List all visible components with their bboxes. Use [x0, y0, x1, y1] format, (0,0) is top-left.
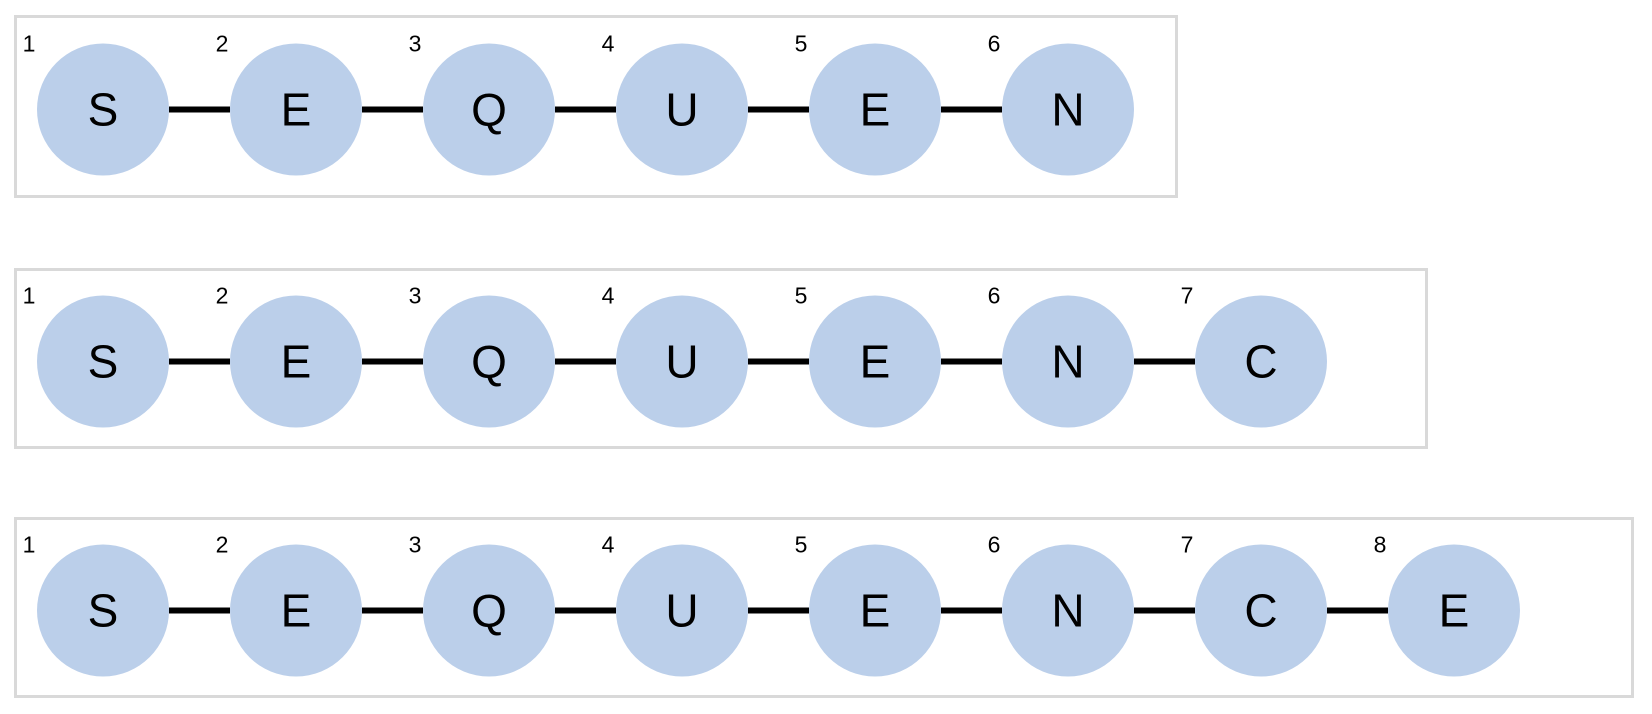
node-label: N	[1051, 84, 1084, 136]
node-index-label: 2	[216, 31, 229, 57]
node-index-label: 5	[795, 532, 808, 558]
node-label: S	[88, 336, 119, 388]
node-circle[interactable]	[1002, 43, 1134, 176]
node-circle[interactable]	[423, 295, 555, 428]
node-index-label: 2	[216, 532, 229, 558]
graph-node[interactable]: E5	[795, 283, 941, 428]
node-circle[interactable]	[230, 544, 362, 677]
node-label: N	[1051, 585, 1084, 637]
node-circle[interactable]	[37, 544, 169, 677]
node-label: Q	[471, 585, 507, 637]
node-circle[interactable]	[1002, 544, 1134, 677]
node-label: C	[1244, 585, 1277, 637]
graph-node[interactable]: E2	[216, 283, 362, 428]
node-circle[interactable]	[1002, 295, 1134, 428]
node-index-label: 8	[1374, 532, 1387, 558]
graph-node[interactable]: S1	[23, 532, 169, 677]
node-circle[interactable]	[809, 43, 941, 176]
node-circle[interactable]	[616, 544, 748, 677]
graph-node[interactable]: N6	[988, 31, 1134, 176]
node-index-label: 5	[795, 31, 808, 57]
graph-node[interactable]: C7	[1181, 532, 1327, 677]
node-circle[interactable]	[423, 544, 555, 677]
node-label: S	[88, 585, 119, 637]
node-circle[interactable]	[809, 295, 941, 428]
node-label: U	[665, 84, 698, 136]
graph-node[interactable]: N6	[988, 283, 1134, 428]
node-circle[interactable]	[37, 295, 169, 428]
node-index-label: 6	[988, 31, 1001, 57]
node-index-label: 3	[409, 31, 422, 57]
graph-node[interactable]: E5	[795, 532, 941, 677]
graph-node[interactable]: Q3	[409, 31, 555, 176]
node-label: Q	[471, 84, 507, 136]
node-circle[interactable]	[1388, 544, 1520, 677]
node-circle[interactable]	[1195, 544, 1327, 677]
node-label: E	[860, 336, 891, 388]
node-index-label: 6	[988, 532, 1001, 558]
node-circle[interactable]	[1195, 295, 1327, 428]
graph-node[interactable]: E8	[1374, 532, 1520, 677]
node-index-label: 4	[602, 283, 615, 309]
node-circle[interactable]	[423, 43, 555, 176]
graph-node[interactable]: E2	[216, 31, 362, 176]
graph-node[interactable]: E5	[795, 31, 941, 176]
node-index-label: 6	[988, 283, 1001, 309]
node-index-label: 1	[23, 532, 36, 558]
node-index-label: 7	[1181, 532, 1194, 558]
graph-node[interactable]: E2	[216, 532, 362, 677]
node-label: N	[1051, 336, 1084, 388]
node-index-label: 3	[409, 532, 422, 558]
node-circle[interactable]	[809, 544, 941, 677]
graph-node[interactable]: S1	[23, 31, 169, 176]
node-index-label: 2	[216, 283, 229, 309]
node-label: E	[1439, 585, 1470, 637]
node-label: E	[860, 84, 891, 136]
graph-node[interactable]: U4	[602, 31, 748, 176]
node-circle[interactable]	[616, 43, 748, 176]
graph-node[interactable]: S1	[23, 283, 169, 428]
graph-node[interactable]: N6	[988, 532, 1134, 677]
node-index-label: 1	[23, 283, 36, 309]
node-label: C	[1244, 336, 1277, 388]
node-label: U	[665, 336, 698, 388]
graph-node[interactable]: C7	[1181, 283, 1327, 428]
node-circle[interactable]	[37, 43, 169, 176]
node-index-label: 7	[1181, 283, 1194, 309]
node-label: S	[88, 84, 119, 136]
node-index-label: 4	[602, 532, 615, 558]
node-label: E	[281, 585, 312, 637]
node-circle[interactable]	[230, 43, 362, 176]
node-label: E	[281, 84, 312, 136]
node-index-label: 4	[602, 31, 615, 57]
node-label: E	[281, 336, 312, 388]
node-circle[interactable]	[616, 295, 748, 428]
node-circle[interactable]	[230, 295, 362, 428]
graph-node[interactable]: Q3	[409, 532, 555, 677]
graph-node[interactable]: Q3	[409, 283, 555, 428]
node-index-label: 1	[23, 31, 36, 57]
node-label: U	[665, 585, 698, 637]
node-label: E	[860, 585, 891, 637]
node-index-label: 3	[409, 283, 422, 309]
node-index-label: 5	[795, 283, 808, 309]
graph-node[interactable]: U4	[602, 283, 748, 428]
node-label: Q	[471, 336, 507, 388]
graph-node[interactable]: U4	[602, 532, 748, 677]
